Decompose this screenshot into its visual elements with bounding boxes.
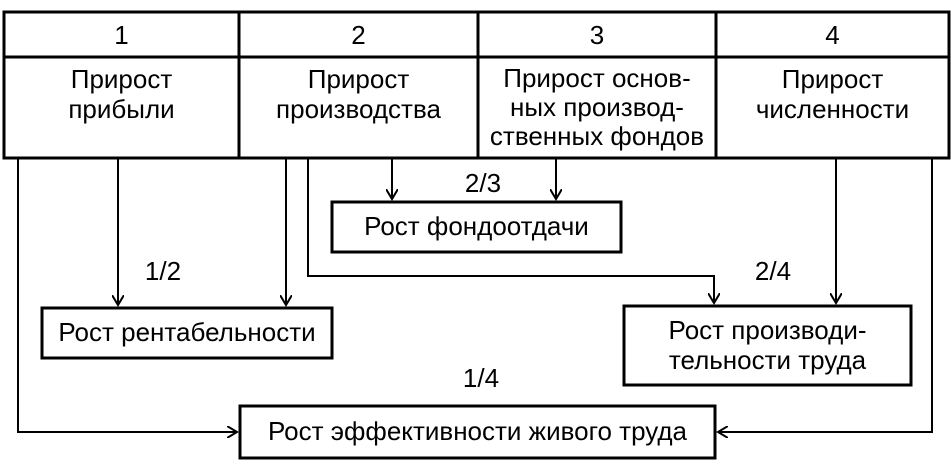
ratio-1-4-label: 1/4 xyxy=(462,363,500,393)
capital-productivity-box xyxy=(330,200,623,254)
profitability-box xyxy=(40,306,334,360)
live-labor-efficiency-label: Рост эффективности живого труда xyxy=(267,416,688,446)
labor-productivity-label: Рост производи- тельности труда xyxy=(668,315,867,375)
arrow-profit-to-live-labor-efficiency xyxy=(17,158,237,432)
ratio-1-2-label: 1/2 xyxy=(144,256,182,286)
column-1-title: Прирост прибыли xyxy=(68,64,175,124)
header-table xyxy=(2,10,951,160)
arrow-headcount-to-live-labor-efficiency xyxy=(718,158,933,432)
labor-productivity-box xyxy=(622,304,913,387)
column-3-title: Прирост основ- ных производ- ственных фо… xyxy=(489,63,705,151)
capital-productivity-label: Рост фондоотдачи xyxy=(364,211,589,241)
arrow-production-to-labor-productivity xyxy=(307,158,714,303)
live-labor-efficiency-box xyxy=(238,404,717,460)
ratio-2-3-label: 2/3 xyxy=(464,168,502,198)
ratio-2-4-label: 2/4 xyxy=(754,256,792,286)
column-2-title: Прирост производства xyxy=(276,64,441,124)
profitability-label: Рост рентабельности xyxy=(58,317,316,347)
column-4-number: 4 xyxy=(825,20,840,50)
column-1-number: 1 xyxy=(114,20,129,50)
column-3-number: 3 xyxy=(589,20,605,50)
column-2-number: 2 xyxy=(351,20,366,50)
column-4-title: Прирост численности xyxy=(755,64,910,124)
